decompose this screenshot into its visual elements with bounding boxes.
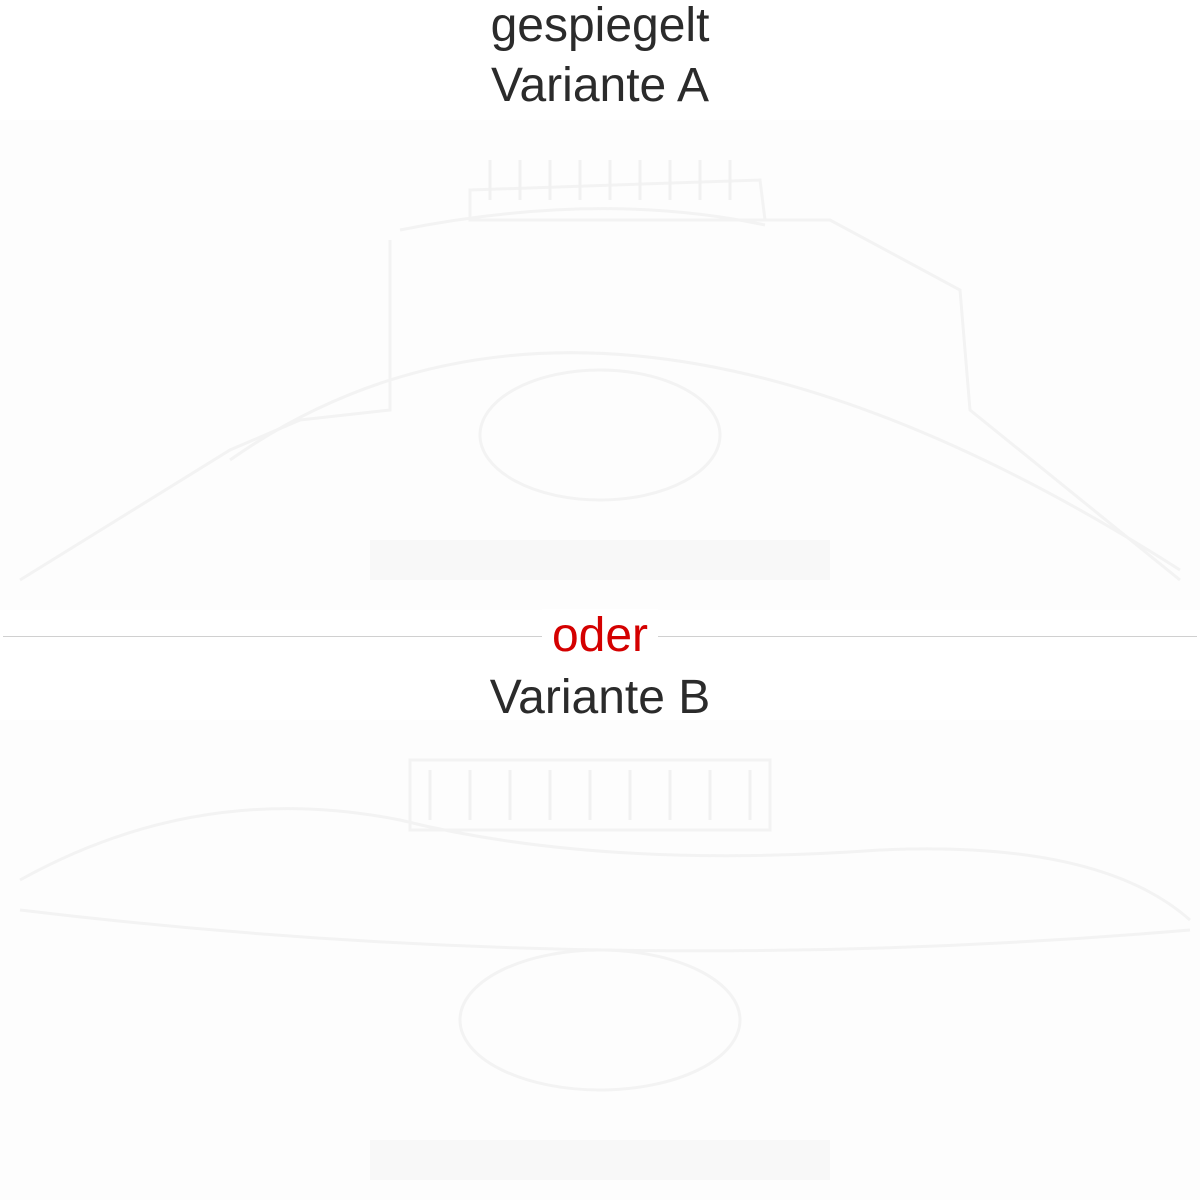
separator: oder bbox=[0, 609, 1200, 662]
emblem-variant-b bbox=[19, 758, 1191, 1180]
heading-variant-a: Variante A bbox=[491, 59, 709, 112]
emblem-bottom-text-band bbox=[370, 540, 830, 580]
heading-variant-b: Variante B bbox=[489, 671, 711, 724]
emblem-stripes bbox=[428, 770, 752, 820]
heading-mirrored: gespiegelt bbox=[490, 0, 710, 52]
emblem-outline bbox=[19, 178, 1181, 582]
variant-b-background bbox=[0, 720, 1200, 1200]
emblem-stripes bbox=[488, 160, 732, 200]
emblem-bottom-text-band bbox=[370, 1140, 830, 1180]
emblem-variant-a bbox=[19, 160, 1181, 582]
emblem-outline bbox=[19, 758, 1191, 1092]
separator-label: oder bbox=[541, 609, 659, 662]
variant-a-background bbox=[0, 120, 1200, 610]
